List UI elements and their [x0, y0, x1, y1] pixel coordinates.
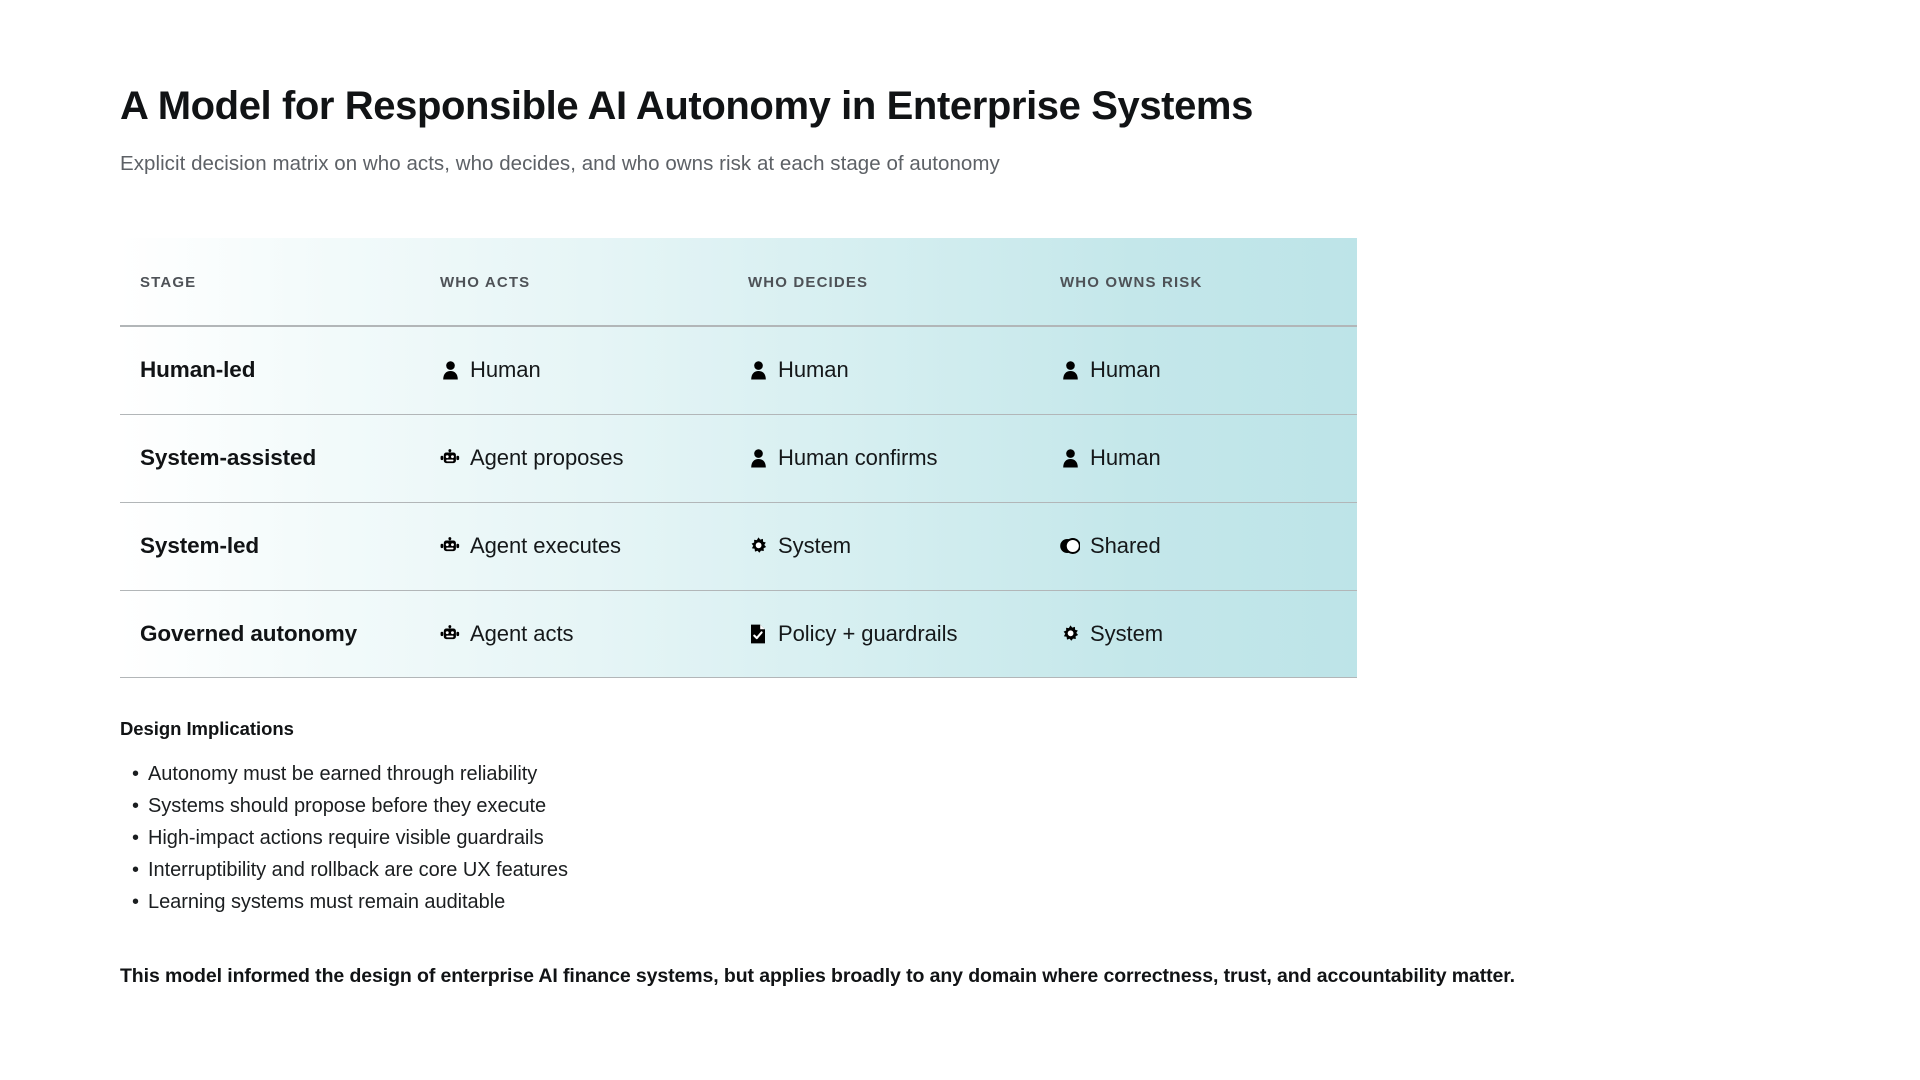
design-implications-title: Design Implications [120, 718, 294, 739]
who-acts-label: Agent executes [470, 533, 621, 558]
column-header-who-acts-label: WHO ACTS [440, 273, 531, 291]
table-row: Human-led Human Human [120, 326, 1357, 414]
who-decides-label: Human confirms [778, 445, 938, 470]
person-icon [1060, 447, 1080, 469]
stage-label: System-led [140, 533, 260, 558]
who-acts-label: Human [470, 357, 541, 382]
who-decides-label: Policy + guardrails [778, 621, 958, 646]
person-icon [748, 447, 768, 469]
policy-document-check-icon [748, 623, 768, 645]
who-owns-risk-label: Shared [1090, 533, 1161, 558]
page-subtitle: Explicit decision matrix on who acts, wh… [120, 152, 1000, 175]
robot-icon [440, 447, 460, 469]
design-implications-section: Design Implications • Autonomy must be e… [120, 718, 1220, 918]
page-title: A Model for Responsible AI Autonomy in E… [120, 84, 1253, 128]
table-row: Governed autonomy [120, 590, 1357, 678]
column-header-who-owns-risk-label: WHO OWNS RISK [1060, 273, 1203, 291]
robot-icon [440, 623, 460, 645]
column-header-who-decides: WHO DECIDES [740, 274, 1050, 291]
autonomy-matrix-table: STAGE WHO ACTS WHO DECIDES WHO OWNS RISK… [120, 238, 1357, 678]
stage-cell: System-led [120, 533, 430, 559]
column-header-stage-label: STAGE [140, 273, 197, 291]
list-item-label: High-impact actions require visible guar… [148, 827, 544, 849]
bullet-glyph: • [132, 891, 139, 913]
page-header: A Model for Responsible AI Autonomy in E… [120, 82, 1820, 178]
bullet-glyph: • [132, 859, 139, 881]
list-item-label: Autonomy must be earned through reliabil… [148, 763, 538, 785]
who-decides-cell: Human confirms [740, 445, 1050, 471]
person-icon [748, 359, 768, 381]
who-acts-cell: Agent executes [430, 533, 740, 559]
gear-icon [1060, 623, 1080, 645]
stage-cell: Human-led [120, 357, 430, 383]
table-row: System-led [120, 502, 1357, 590]
list-item: • Systems should propose before they exe… [120, 790, 1220, 822]
who-owns-risk-cell: Human [1050, 445, 1357, 471]
who-owns-risk-label: Human [1090, 445, 1161, 470]
stage-label: System-assisted [140, 445, 317, 470]
who-owns-risk-cell: Shared [1050, 533, 1357, 559]
who-acts-cell: Human [430, 357, 740, 383]
footnote-text: This model informed the design of enterp… [120, 965, 1516, 987]
who-decides-cell: System [740, 533, 1050, 559]
column-header-who-owns-risk: WHO OWNS RISK [1050, 274, 1357, 291]
list-item: • High-impact actions require visible gu… [120, 822, 1220, 854]
who-owns-risk-cell: System [1050, 621, 1357, 647]
who-decides-cell: Human [740, 357, 1050, 383]
list-item: • Learning systems must remain auditable [120, 886, 1220, 918]
who-owns-risk-label: Human [1090, 357, 1161, 382]
bullet-glyph: • [132, 795, 139, 817]
gear-icon [748, 535, 768, 557]
column-header-stage: STAGE [120, 274, 430, 291]
who-decides-label: System [778, 533, 852, 558]
person-icon [1060, 359, 1080, 381]
who-decides-cell: Policy + guardrails [740, 621, 1050, 647]
who-acts-cell: Agent acts [430, 621, 740, 647]
who-decides-label: Human [778, 357, 849, 382]
list-item-label: Learning systems must remain auditable [148, 891, 506, 913]
who-owns-risk-label: System [1090, 621, 1164, 646]
list-item: • Autonomy must be earned through reliab… [120, 758, 1220, 790]
who-acts-label: Agent proposes [470, 445, 624, 470]
bullet-glyph: • [132, 827, 139, 849]
list-item-label: Systems should propose before they execu… [148, 795, 547, 817]
matrix-header-row: STAGE WHO ACTS WHO DECIDES WHO OWNS RISK [120, 238, 1357, 326]
stage-label: Governed autonomy [140, 621, 358, 646]
table-row: System-assisted [120, 414, 1357, 502]
column-header-who-decides-label: WHO DECIDES [748, 273, 869, 291]
bullet-glyph: • [132, 763, 139, 785]
column-header-who-acts: WHO ACTS [430, 274, 740, 291]
stage-cell: System-assisted [120, 445, 430, 471]
shared-circles-icon [1060, 535, 1080, 557]
list-item-label: Interruptibility and rollback are core U… [148, 859, 568, 881]
stage-label: Human-led [140, 357, 256, 382]
who-acts-cell: Agent proposes [430, 445, 740, 471]
robot-icon [440, 535, 460, 557]
list-item: • Interruptibility and rollback are core… [120, 854, 1220, 886]
design-implications-list: • Autonomy must be earned through reliab… [120, 758, 1220, 918]
person-icon [440, 359, 460, 381]
who-acts-label: Agent acts [470, 621, 574, 646]
who-owns-risk-cell: Human [1050, 357, 1357, 383]
stage-cell: Governed autonomy [120, 621, 430, 647]
